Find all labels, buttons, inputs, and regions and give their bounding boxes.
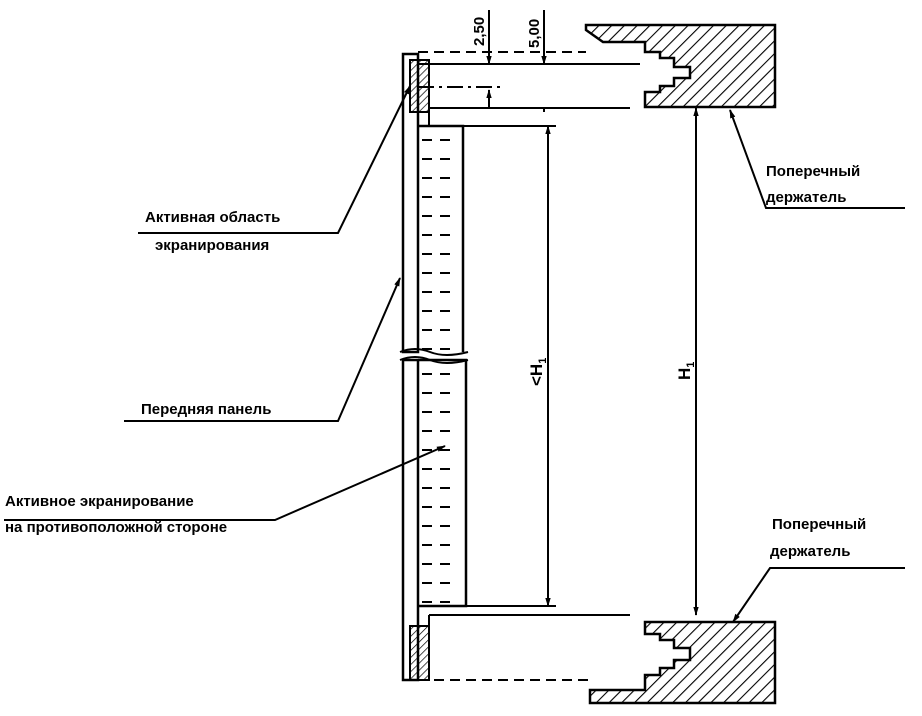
label-crossbar-bottom-2: держатель xyxy=(770,543,850,560)
guide-lines xyxy=(418,51,640,681)
label-active-shielding-1: Активное экранирование xyxy=(5,493,194,510)
front-panel xyxy=(399,52,469,682)
dim-2-50: 2,50 xyxy=(471,17,488,46)
labels: Активная область экранирования Передняя … xyxy=(5,163,866,560)
dimension-lines xyxy=(486,10,699,616)
label-crossbar-top-2: держатель xyxy=(766,189,846,206)
label-active-area-2: экранирования xyxy=(155,237,269,254)
dim-h-outer: H1 xyxy=(675,362,697,380)
label-crossbar-bottom-1: Поперечный xyxy=(772,516,866,533)
label-active-shielding-2: на противоположной стороне xyxy=(5,519,227,536)
leader-lines xyxy=(4,85,905,623)
crossbar-top xyxy=(584,23,777,109)
label-crossbar-top-1: Поперечный xyxy=(766,163,860,180)
label-front-panel: Передняя панель xyxy=(141,401,271,418)
label-active-area-1: Активная область xyxy=(145,209,280,226)
shielding-dashes xyxy=(422,139,450,603)
dimension-texts: 2,50 5,00 <H1 H1 xyxy=(471,17,697,386)
crossbar-bottom xyxy=(588,620,777,705)
dim-h-inner: <H1 xyxy=(527,358,549,386)
dim-5-00: 5,00 xyxy=(526,19,543,48)
